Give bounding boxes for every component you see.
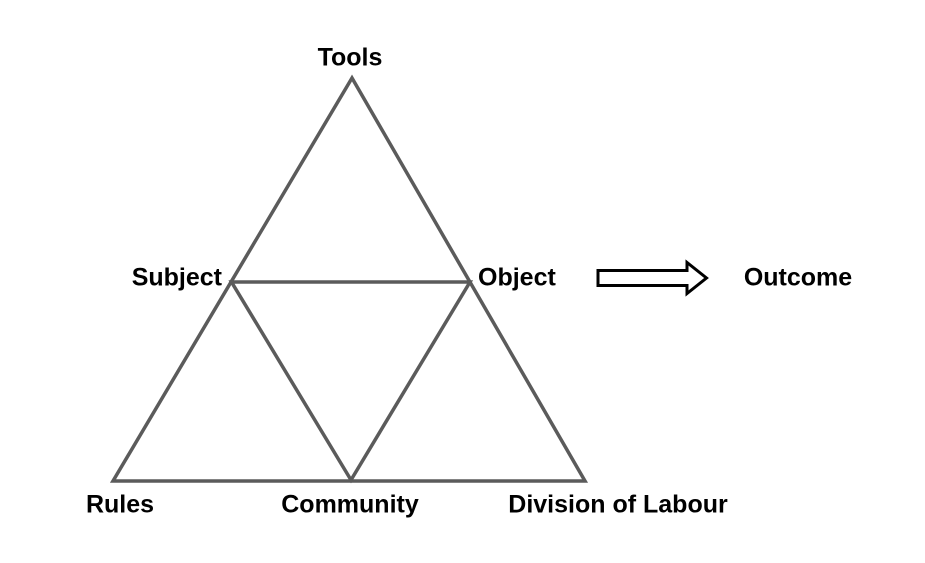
node-label-object: Object [478, 263, 556, 292]
node-label-rules: Rules [85, 490, 155, 519]
node-label-outcome: Outcome [743, 263, 853, 292]
inner-triangle [228, 280, 474, 484]
node-label-subject: Subject [131, 263, 222, 292]
node-label-tools: Tools [317, 43, 383, 72]
outer-triangle [109, 74, 589, 483]
outcome-arrow-icon [596, 259, 709, 297]
node-label-division-of-labour: Division of Labour [508, 490, 728, 519]
node-label-community: Community [281, 490, 419, 519]
